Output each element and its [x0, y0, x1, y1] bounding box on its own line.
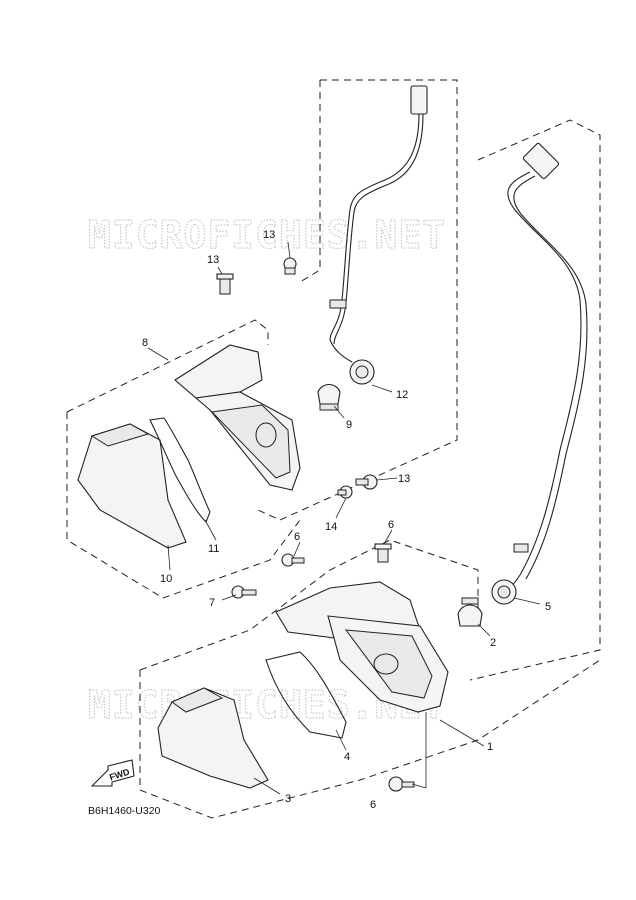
callout-8: 8: [142, 337, 148, 349]
bulb-part-9: [317, 383, 341, 411]
callout-7: 7: [209, 597, 215, 609]
screw-part-6-b: [374, 543, 392, 563]
screw-part-13-a: [216, 273, 234, 295]
flasher-assembly-part-8: [174, 344, 301, 491]
lens-part-10: [77, 423, 187, 549]
leader-lines: [147, 241, 541, 795]
gasket-part-11: [149, 417, 211, 523]
callout-9: 9: [346, 419, 352, 431]
callout-13-c: 13: [398, 473, 410, 485]
screw-part-14: [337, 485, 353, 499]
callout-13-b: 13: [263, 229, 275, 241]
callout-2: 2: [490, 637, 496, 649]
upper-wire-harness: [329, 85, 428, 363]
callout-11: 11: [208, 543, 219, 555]
upper-wire-boundary-left: [299, 80, 321, 283]
lens-part-3: [157, 687, 269, 789]
callout-10: 10: [160, 573, 172, 585]
callout-6-b: 6: [388, 519, 394, 531]
callout-1: 1: [487, 741, 493, 753]
screw-part-6-a: [281, 553, 305, 567]
socket-part-5: [491, 579, 517, 605]
callout-6-c: 6: [370, 799, 376, 811]
callout-14: 14: [325, 521, 337, 533]
watermark-top: MICROFICHES.NET: [88, 213, 446, 257]
screw-part-6-c: [388, 776, 415, 792]
diagram-code: B6H1460-U320: [88, 805, 161, 817]
fwd-arrow-icon: FWD: [90, 759, 135, 787]
bulb-part-2: [457, 597, 483, 627]
screw-part-13-b: [283, 257, 297, 275]
callout-6-a: 6: [294, 531, 300, 543]
callout-12: 12: [396, 389, 408, 401]
callout-4: 4: [344, 751, 350, 763]
lower-assembly-boundary: [139, 539, 601, 819]
lower-wire-harness: [499, 142, 588, 596]
callout-5: 5: [545, 601, 551, 613]
screw-part-7: [231, 585, 257, 599]
gasket-part-4: [265, 651, 347, 739]
callout-3: 3: [285, 793, 291, 805]
left-assembly-boundary: [66, 319, 301, 599]
socket-part-12: [349, 359, 375, 385]
upper-wire-boundary: [257, 79, 458, 521]
flasher-assembly-part-1: [275, 581, 449, 713]
screw-part-13-c: [355, 474, 378, 490]
right-wire-boundary: [469, 119, 601, 681]
callout-13-a: 13: [207, 254, 219, 266]
